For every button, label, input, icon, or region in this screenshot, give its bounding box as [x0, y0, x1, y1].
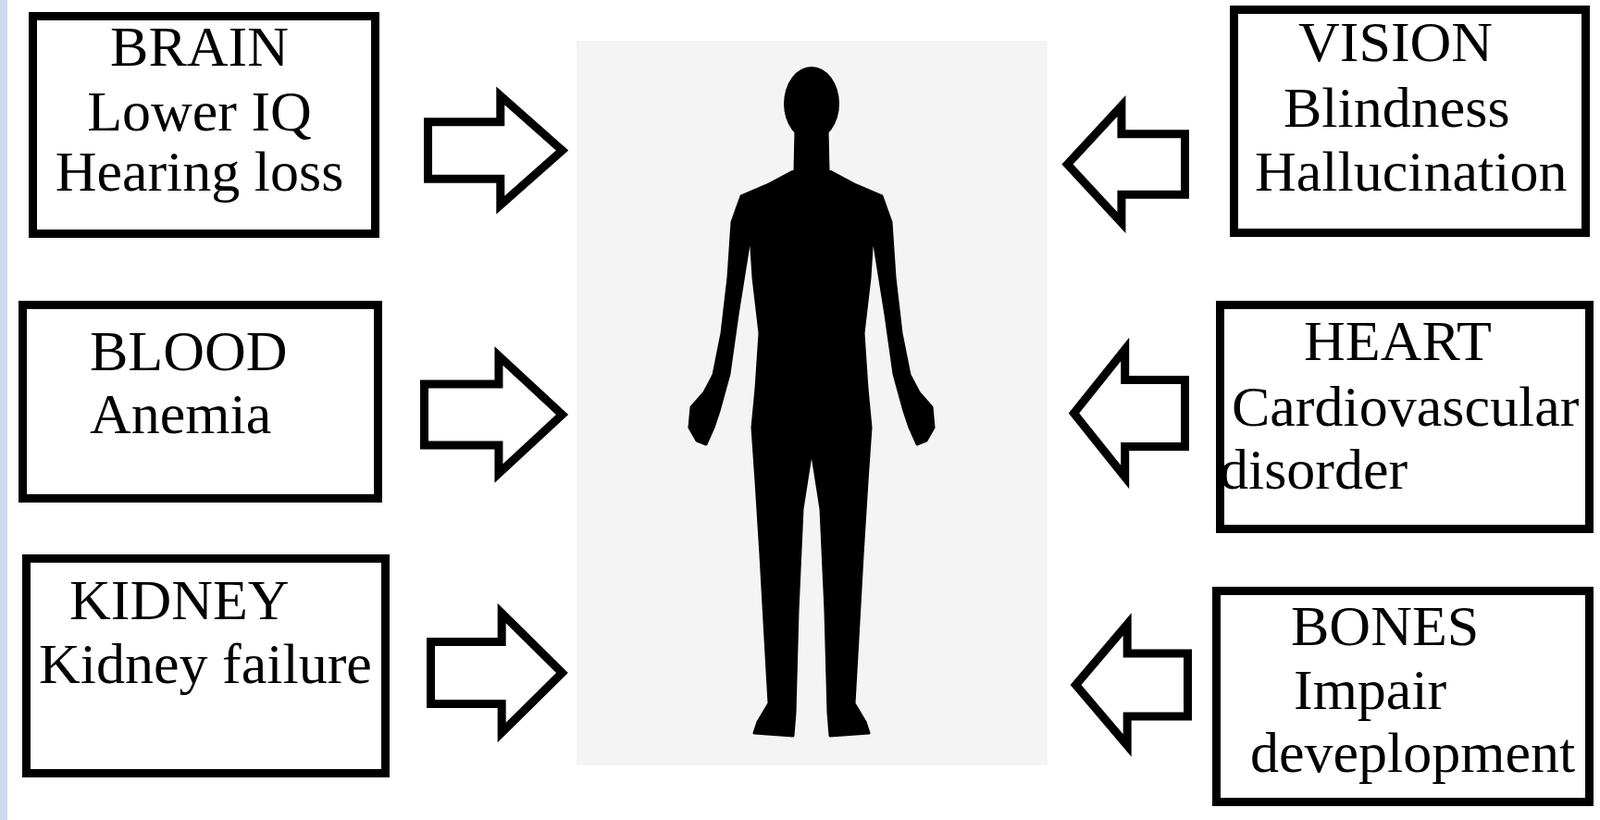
block-arrow	[428, 96, 563, 206]
organ-heading: BLOOD	[89, 319, 288, 383]
block-arrow	[431, 613, 563, 733]
effect-text: Lower IQ	[32, 79, 367, 143]
block-arrow	[1067, 106, 1186, 224]
effect-text: Kidney failure	[38, 632, 373, 695]
organ-heading: HEART	[1303, 309, 1492, 373]
organ-heading: BRAIN	[32, 14, 367, 78]
effect-text: Impair deveplopment	[1250, 657, 1593, 784]
organ-box: VISIONBlindnessHallucination	[1229, 5, 1590, 237]
organ-heading: KIDNEY	[69, 568, 290, 632]
block-arrow	[1074, 349, 1186, 478]
effect-text: Cardiovascular disorder	[1219, 374, 1590, 501]
organ-heading: VISION	[1298, 10, 1493, 74]
organ-box: KIDNEYKidney failure	[22, 554, 390, 778]
figure-panel	[576, 40, 1048, 766]
block-arrow	[424, 356, 563, 474]
organ-box: HEARTCardiovascular disorder	[1215, 300, 1594, 534]
effect-text: Hallucination	[1254, 139, 1567, 203]
organ-box: BRAINLower IQHearing loss	[28, 12, 380, 238]
effect-text: Anemia	[89, 382, 272, 446]
human-silhouette	[689, 66, 934, 736]
block-arrows	[424, 96, 1189, 746]
effect-text: Blindness	[1283, 75, 1511, 139]
slide-edge	[0, 0, 8, 820]
organ-heading: BONES	[1290, 594, 1479, 658]
effect-text: Hearing loss	[32, 139, 367, 203]
organ-box: BONESImpair deveplopment	[1212, 586, 1594, 807]
body-shape	[689, 129, 934, 736]
block-arrow	[1076, 624, 1189, 746]
head-shape	[783, 66, 840, 141]
organ-box: BLOODAnemia	[18, 300, 383, 503]
